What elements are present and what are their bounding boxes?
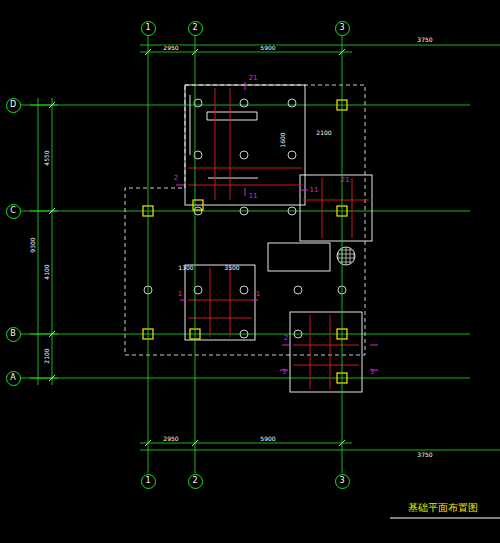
axis-bubble: 1 bbox=[141, 21, 156, 36]
dimension-or-callout: 2950 bbox=[162, 45, 179, 51]
dimension-or-callout: 21 bbox=[341, 177, 350, 184]
dimension-or-callout: 9300 bbox=[30, 236, 36, 253]
dimension-or-callout: 2100 bbox=[44, 347, 50, 364]
dimension-or-callout: 2 bbox=[174, 175, 178, 182]
dimension-or-callout: 1300 bbox=[178, 265, 193, 271]
axis-label: 1 bbox=[145, 477, 150, 485]
axis-label: B bbox=[10, 330, 16, 338]
dimension-or-callout: 4100 bbox=[44, 263, 50, 280]
axis-bubble: C bbox=[6, 204, 21, 219]
axis-line bbox=[342, 36, 343, 474]
dimension-or-callout: 21 bbox=[249, 75, 258, 82]
outline-dashed bbox=[125, 85, 365, 355]
dimension-or-callout: 3500 bbox=[224, 265, 239, 271]
axis-label: 1 bbox=[145, 24, 150, 32]
columns bbox=[143, 100, 347, 383]
axis-line bbox=[148, 36, 149, 474]
drawing-title: 基础平面布置图 bbox=[408, 503, 478, 513]
dimension-or-callout: 3 bbox=[370, 369, 374, 376]
dimension-or-callout: 2100 bbox=[316, 130, 331, 136]
dimension-or-callout: 11 bbox=[249, 193, 258, 200]
dim-ticks bbox=[49, 49, 345, 446]
dimension-or-callout: 1600 bbox=[280, 132, 286, 147]
axis-label: A bbox=[10, 374, 15, 382]
axis-label: C bbox=[10, 207, 16, 215]
dimension-or-callout: 11 bbox=[310, 187, 319, 194]
dimension-or-callout: 1 bbox=[178, 291, 182, 298]
dimension-or-callout: 3750 bbox=[417, 37, 432, 43]
axis-label: D bbox=[10, 101, 16, 109]
axis-bubble: D bbox=[6, 98, 21, 113]
dimension-or-callout: 1 bbox=[256, 291, 260, 298]
section-marks bbox=[176, 82, 378, 370]
axis-label: 3 bbox=[339, 24, 344, 32]
axis-lines bbox=[20, 45, 500, 450]
pile-caps bbox=[185, 85, 372, 392]
dimension-or-callout: 2 bbox=[284, 335, 288, 342]
axis-label: 3 bbox=[339, 477, 344, 485]
axis-label: 2 bbox=[192, 24, 197, 32]
dimension-or-callout: 5900 bbox=[259, 45, 276, 51]
dimension-or-callout: 3750 bbox=[417, 452, 432, 458]
axis-bubble: 3 bbox=[335, 474, 350, 489]
title-underline bbox=[390, 518, 500, 519]
dimension-or-callout: 3 bbox=[282, 369, 286, 376]
axis-label: 2 bbox=[192, 477, 197, 485]
axis-bubble: A bbox=[6, 371, 21, 386]
axis-bubble: 3 bbox=[335, 21, 350, 36]
axis-bubble: B bbox=[6, 327, 21, 342]
axis-line bbox=[195, 36, 196, 474]
axis-bubble: 2 bbox=[188, 474, 203, 489]
dimension-or-callout: 2950 bbox=[162, 436, 179, 442]
dimension-or-callout: 5900 bbox=[259, 436, 276, 442]
axis-bubble: 1 bbox=[141, 474, 156, 489]
piles bbox=[144, 99, 355, 338]
dimension-or-callout: 4550 bbox=[44, 149, 50, 166]
axis-bubble: 2 bbox=[188, 21, 203, 36]
